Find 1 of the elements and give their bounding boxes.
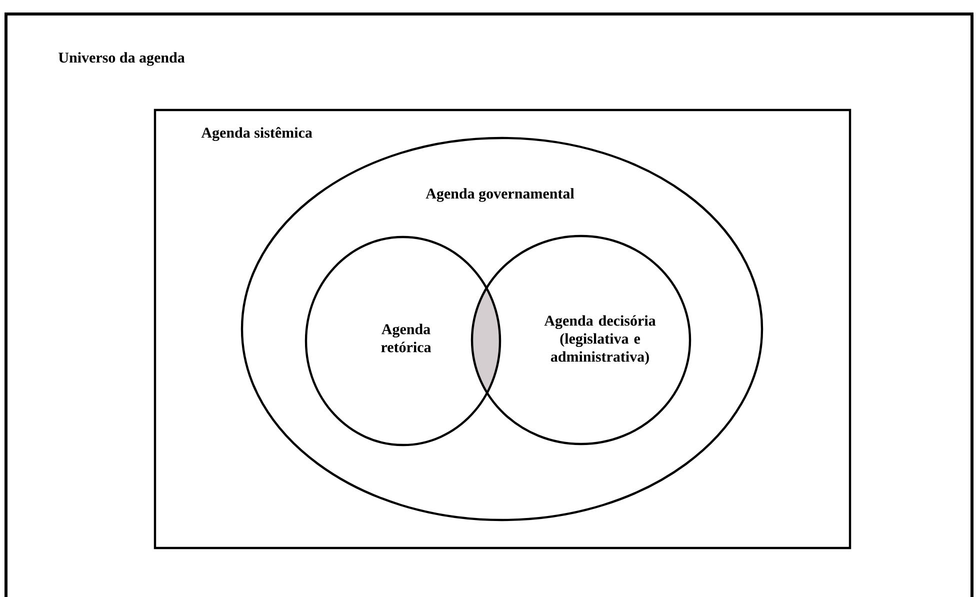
- node-label: Agenda retórica: [381, 324, 432, 352]
